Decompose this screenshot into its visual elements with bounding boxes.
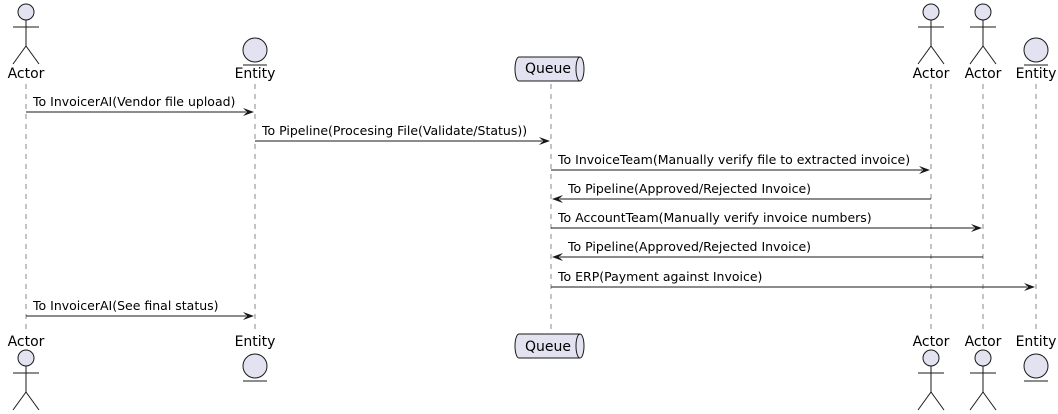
arrow-head <box>971 224 982 232</box>
queue-bottom-queue1 <box>514 333 585 359</box>
actor-bottom-actor1 <box>12 349 40 411</box>
entity-top-entity1 <box>242 37 268 66</box>
actor-right-leg <box>930 391 945 411</box>
actor-left-leg <box>12 391 27 411</box>
message-label: To Pipeline(Approved/Rejected Invoice) <box>567 181 811 196</box>
message-label: To ERP(Payment against Invoice) <box>557 269 762 284</box>
queue-top-queue1 <box>514 56 585 82</box>
message-label: To InvoicerAI(See final status) <box>32 298 219 313</box>
arrow-head <box>552 195 563 203</box>
message-arrow <box>255 137 550 145</box>
participant-label-top: Entity <box>1016 66 1057 82</box>
arrow-head <box>919 166 930 174</box>
actor-head <box>17 3 35 21</box>
arrow-head <box>539 137 550 145</box>
actor-right-leg <box>930 45 945 65</box>
arrow-head <box>243 108 254 116</box>
actor-top-actor2 <box>917 3 945 65</box>
message-arrow <box>26 312 254 320</box>
message-arrow <box>26 108 254 116</box>
actor-head <box>922 349 940 367</box>
entity-circle <box>1023 37 1049 63</box>
actor-top-actor1 <box>12 3 40 65</box>
actor-left-leg <box>969 45 984 65</box>
actor-bottom-actor3 <box>969 349 997 411</box>
arrow-head <box>552 253 563 261</box>
participant-label-bottom: Actor <box>8 334 45 350</box>
participant-label-top: Entity <box>235 66 276 82</box>
entity-top-entity2 <box>1023 37 1049 66</box>
message-label: To AccountTeam(Manually verify invoice n… <box>557 210 872 225</box>
participant-label-bottom: Actor <box>965 334 1002 350</box>
message-label: To InvoicerAI(Vendor file upload) <box>32 94 235 109</box>
actor-left-leg <box>969 391 984 411</box>
actor-left-leg <box>12 45 27 65</box>
entity-circle <box>242 37 268 63</box>
arrow-head <box>243 312 254 320</box>
participant-label-bottom: Entity <box>1016 334 1057 350</box>
message-arrow <box>552 195 931 203</box>
participant-label-top: Queue <box>525 61 571 77</box>
message-arrow <box>551 283 1035 291</box>
actor-right-leg <box>25 45 40 65</box>
actor-top-actor3 <box>969 3 997 65</box>
actor-bottom-actor2 <box>917 349 945 411</box>
queue-end <box>575 56 581 82</box>
participant-label-top: Actor <box>8 66 45 82</box>
participant-label-top: Actor <box>965 66 1002 82</box>
message-label: To InvoiceTeam(Manually verify file to e… <box>557 152 910 167</box>
participant-label-bottom: Queue <box>525 339 571 355</box>
actor-right-leg <box>25 391 40 411</box>
actor-right-leg <box>982 45 997 65</box>
actor-left-leg <box>917 391 932 411</box>
actor-head <box>922 3 940 21</box>
queue-end <box>575 333 581 359</box>
message-arrow <box>551 166 930 174</box>
participant-label-bottom: Actor <box>913 334 950 350</box>
actor-head <box>974 349 992 367</box>
arrow-head <box>1024 283 1035 291</box>
message-label: To Pipeline(Approved/Rejected Invoice) <box>567 239 811 254</box>
message-arrow <box>552 253 983 261</box>
message-label: To Pipeline(Procesing File(Validate/Stat… <box>261 123 527 138</box>
actor-head <box>974 3 992 21</box>
actor-head <box>17 349 35 367</box>
entity-circle <box>242 353 268 379</box>
actor-left-leg <box>917 45 932 65</box>
entity-circle <box>1023 353 1049 379</box>
entity-bottom-entity2 <box>1023 353 1049 382</box>
message-arrow <box>551 224 982 232</box>
participant-label-top: Actor <box>913 66 950 82</box>
participant-label-bottom: Entity <box>235 334 276 350</box>
entity-bottom-entity1 <box>242 353 268 382</box>
actor-right-leg <box>982 391 997 411</box>
